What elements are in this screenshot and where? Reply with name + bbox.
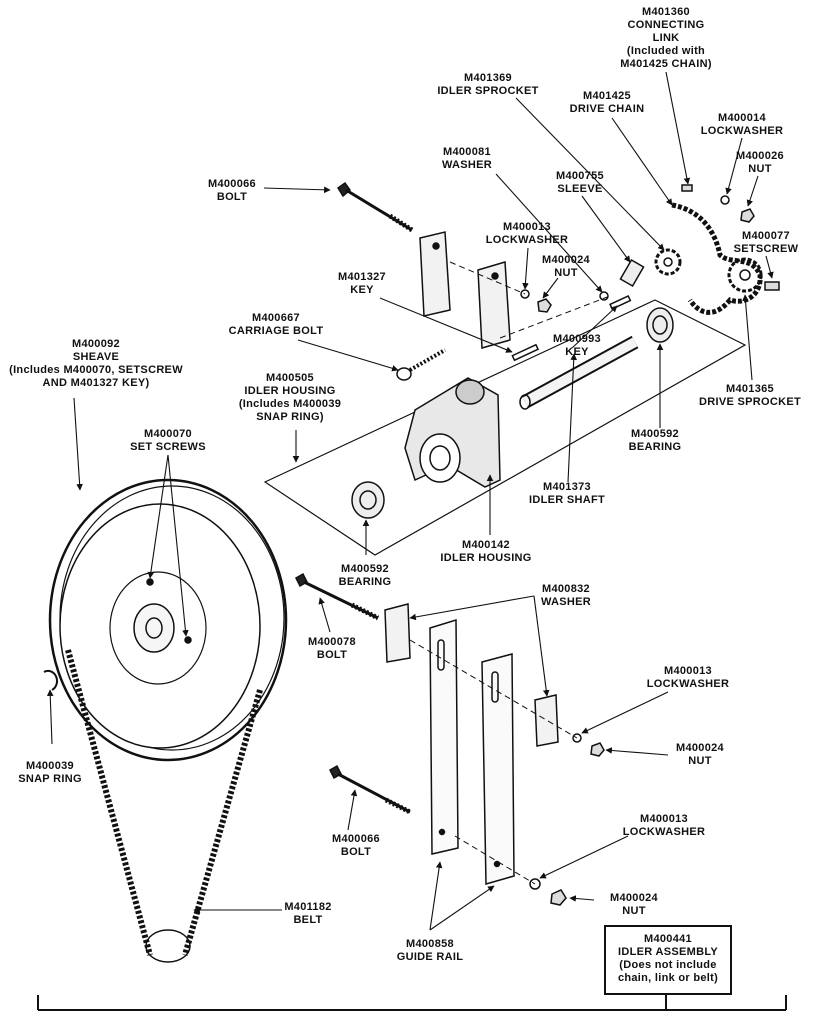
label-nut-024-top: M400024 NUT — [542, 254, 590, 279]
label-carriage-bolt: M400667 CARRIAGE BOLT — [228, 312, 324, 337]
label-lockwasher-013-top: M400013 LOCKWASHER — [485, 221, 569, 246]
washer-081 — [599, 291, 609, 301]
label-drive-chain: M401425 DRIVE CHAIN — [569, 90, 645, 115]
sheave — [48, 478, 288, 762]
label-nut-026: M400026 NUT — [736, 150, 784, 175]
bolt-066-bottom — [329, 764, 412, 815]
label-setscrew-077: M400077 SETSCREW — [733, 230, 799, 255]
idler-shaft — [519, 335, 639, 410]
washer-plates-top — [419, 231, 511, 349]
assembly-bracket — [37, 992, 787, 1011]
carriage-bolt — [396, 348, 446, 381]
guide-rail-left — [429, 618, 459, 855]
bolt-066-top — [336, 181, 414, 233]
leader-lines — [46, 71, 774, 931]
connecting-link — [681, 184, 693, 192]
label-idler-housing-142: M400142 IDLER HOUSING — [440, 539, 532, 564]
idler-housing-body — [404, 377, 501, 488]
lockwasher-013-mid — [572, 733, 582, 743]
label-belt: M401182 BELT — [284, 901, 332, 926]
guide-rail-right — [481, 653, 515, 885]
idler-assembly-callout: M400441 IDLER ASSEMBLY (Does not include… — [604, 925, 732, 995]
nut-024-top — [537, 298, 552, 313]
label-bearing-left: M400592 BEARING — [338, 563, 392, 588]
key-993 — [609, 294, 632, 310]
washer-832-lower — [534, 694, 559, 747]
key-327 — [511, 343, 540, 362]
nut-024-mid — [590, 742, 605, 757]
label-set-screws: M400070 SET SCREWS — [130, 428, 206, 453]
label-lockwasher-014: M400014 LOCKWASHER — [700, 112, 784, 137]
label-guide-rail: M400858 GUIDE RAIL — [396, 938, 464, 963]
assembly-dash-lines — [409, 261, 611, 885]
lockwasher-014 — [720, 195, 730, 205]
label-drive-sprocket: M401365 DRIVE SPROCKET — [699, 383, 801, 408]
belt — [65, 649, 263, 963]
label-washer-832: M400832 WASHER — [540, 583, 592, 608]
setscrew-077 — [764, 281, 780, 291]
bearing-left — [351, 481, 385, 519]
idler-sprocket — [654, 248, 682, 276]
label-idler-sprocket: M401369 IDLER SPROCKET — [437, 72, 539, 97]
drive-chain — [671, 202, 763, 315]
idler-assembly-label: M400441 IDLER ASSEMBLY (Does not include… — [617, 933, 719, 984]
lockwasher-013-bottom — [529, 878, 541, 890]
label-bearing-right: M400592 BEARING — [628, 428, 682, 453]
label-key-327: M401327 KEY — [338, 271, 386, 296]
label-lockwasher-013-mid: M400013 LOCKWASHER — [646, 665, 730, 690]
sleeve — [619, 258, 645, 288]
bearing-right — [646, 307, 674, 343]
label-bolt-066-top: M400066 BOLT — [208, 178, 256, 203]
washer-832-upper — [384, 603, 411, 663]
label-nut-024-bottom: M400024 NUT — [610, 892, 658, 917]
label-bolt-078: M400078 BOLT — [308, 636, 356, 661]
nut-026 — [740, 208, 755, 223]
drive-sprocket — [727, 257, 763, 293]
label-bolt-066-bottom: M400066 BOLT — [332, 833, 380, 858]
label-connecting-link: M401360 CONNECTING LINK (Included with M… — [620, 6, 712, 70]
snap-ring — [43, 669, 59, 691]
label-sheave: M400092 SHEAVE (Includes M400070, SETSCR… — [9, 338, 183, 389]
label-snap-ring: M400039 SNAP RING — [18, 760, 82, 785]
idler-housing-plane — [263, 299, 747, 556]
lockwasher-013-top — [520, 289, 530, 299]
nut-024-bottom — [550, 889, 567, 906]
label-idler-shaft: M401373 IDLER SHAFT — [528, 481, 606, 506]
label-lockwasher-013-bottom: M400013 LOCKWASHER — [622, 813, 706, 838]
bolt-078 — [295, 572, 380, 621]
label-nut-024-mid: M400024 NUT — [676, 742, 724, 767]
label-sleeve: M400755 SLEEVE — [556, 170, 604, 195]
label-idler-housing-505: M400505 IDLER HOUSING (Includes M400039 … — [238, 372, 342, 423]
label-washer-081: M400081 WASHER — [441, 146, 493, 171]
label-key-993: M400993 KEY — [553, 333, 601, 358]
